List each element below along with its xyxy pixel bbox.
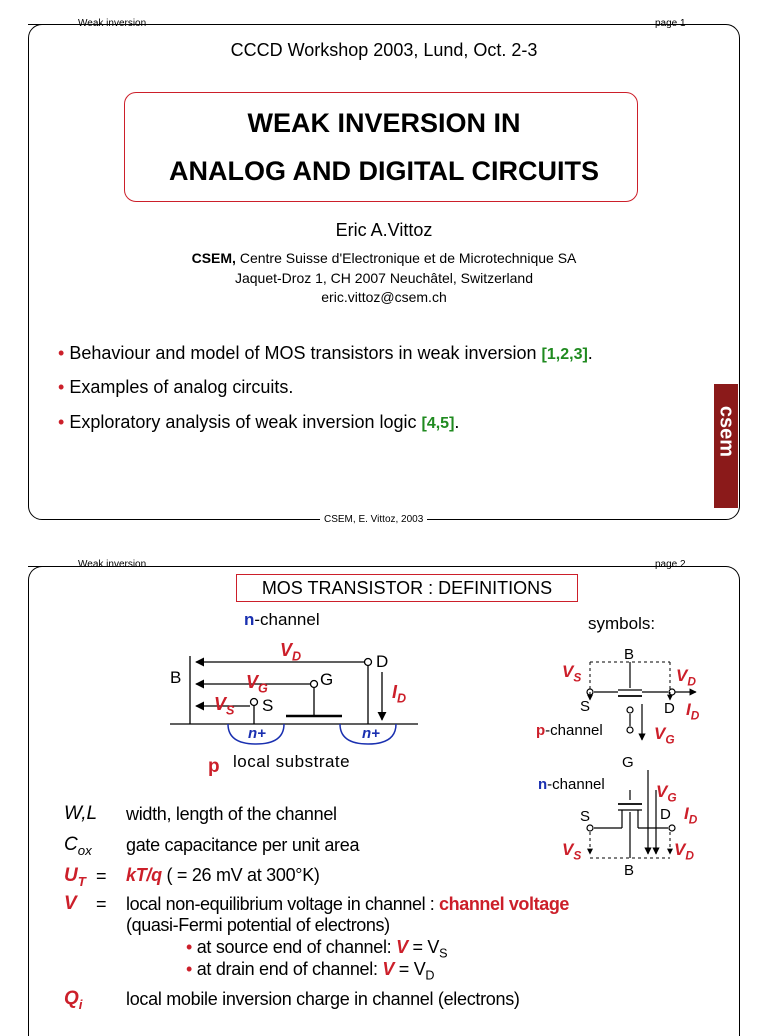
email: eric.vittoz@csem.ch: [321, 289, 447, 305]
def-ut-desc: kT/q ( = 26 mV at 300°K): [126, 865, 320, 885]
organization: CSEM, Centre Suisse d'Electronique et de…: [0, 250, 768, 266]
sym-p-vd: VD: [676, 666, 696, 689]
sym-n-vg: VG: [656, 782, 677, 805]
header-right-2: page 2: [655, 559, 686, 570]
sym-p-s: S: [580, 698, 591, 715]
def-qi-desc: local mobile inversion charge in channel…: [126, 989, 520, 1009]
org-short: CSEM,: [191, 250, 236, 266]
def-v-symbol: V: [64, 893, 77, 914]
def-wl-symbol: W,L: [64, 803, 98, 824]
header-left: Weak inversion: [78, 18, 147, 29]
def-wl-desc: width, length of the channel: [126, 804, 337, 824]
title-box: [124, 92, 638, 202]
header-right: page 1: [655, 18, 686, 29]
mos-symbols-diagram: [586, 661, 697, 859]
header-left-2: Weak inversion: [78, 559, 147, 570]
label-nplus-source: n+: [248, 725, 266, 742]
def-v-eq: =: [96, 894, 107, 914]
author: Eric A.Vittoz: [335, 220, 433, 240]
def-cox-symbol: Cox: [64, 834, 92, 858]
drain-well: [339, 723, 397, 745]
workshop-line: CCCD Workshop 2003, Lund, Oct. 2-3: [230, 40, 538, 60]
sym-n-b: B: [624, 862, 635, 879]
csem-logo-bar: csem: [714, 384, 738, 508]
def-v-desc-2: (quasi-Fermi potential of electrons): [126, 915, 390, 935]
label-local-substrate: local substrate: [233, 752, 351, 771]
def-v-drain: • at drain end of channel: V = VD: [186, 959, 435, 983]
sym-p-vs: VS: [562, 662, 582, 685]
org-long: Centre Suisse d'Electronique et de Micro…: [239, 250, 577, 266]
label-p: p: [208, 756, 220, 777]
def-ut-eq: =: [96, 866, 107, 886]
label-vg: VG: [246, 672, 268, 696]
label-vs: VS: [214, 694, 235, 718]
label-vd: VD: [280, 640, 302, 664]
footer: CSEM, E. Vittoz, 2003: [320, 514, 428, 525]
label-b: B: [170, 668, 182, 687]
sym-p-b: B: [624, 646, 635, 663]
def-v-desc: local non-equilibrium voltage in channel…: [126, 894, 570, 914]
sym-n-vd: VD: [674, 840, 694, 863]
label-s: S: [262, 696, 274, 715]
definitions-title: MOS TRANSISTOR : DEFINITIONS: [261, 578, 553, 598]
def-ut-symbol: UT: [64, 865, 86, 889]
bullet-3: • Exploratory analysis of weak inversion…: [58, 412, 460, 432]
sym-p-id: ID: [686, 700, 700, 723]
bullet-1: • Behaviour and model of MOS transistors…: [58, 343, 593, 363]
def-cox-desc: gate capacitance per unit area: [126, 835, 360, 855]
sym-g: G: [622, 754, 634, 771]
sym-n-id: ID: [684, 804, 698, 827]
bullet-2: • Examples of analog circuits.: [58, 377, 294, 397]
sym-p-vg: VG: [654, 724, 675, 747]
sym-n-channel-label: n-channel: [538, 776, 605, 793]
symbols-label: symbols:: [588, 614, 656, 633]
sym-p-d: D: [664, 700, 675, 717]
label-id: ID: [392, 682, 407, 706]
label-nplus-drain: n+: [362, 725, 380, 742]
title-line-1: WEAK INVERSION IN: [247, 108, 521, 138]
address: Jaquet-Droz 1, CH 2007 Neuchâtel, Switze…: [234, 270, 534, 286]
n-channel-label: n-channel: [244, 610, 320, 629]
def-qi-symbol: Qi: [64, 988, 83, 1012]
mos-cross-section-diagram: [170, 656, 418, 745]
page-frame-2: [28, 566, 740, 1036]
source-terminal: [249, 697, 259, 707]
def-v-source: • at source end of channel: V = VS: [186, 937, 448, 961]
label-d: D: [376, 652, 389, 671]
definitions-title-box: [236, 574, 578, 602]
csem-logo-text: csem: [715, 405, 738, 458]
sym-p-channel-label: p-channel: [536, 722, 603, 739]
sym-n-s: S: [580, 808, 591, 825]
sym-n-d: D: [660, 806, 671, 823]
source-well: [227, 723, 285, 745]
label-g: G: [320, 670, 334, 689]
sym-n-vs: VS: [562, 840, 582, 863]
drain-terminal: [363, 657, 373, 667]
gate-terminal: [309, 679, 319, 689]
title-line-2: ANALOG AND DIGITAL CIRCUITS: [169, 156, 599, 186]
